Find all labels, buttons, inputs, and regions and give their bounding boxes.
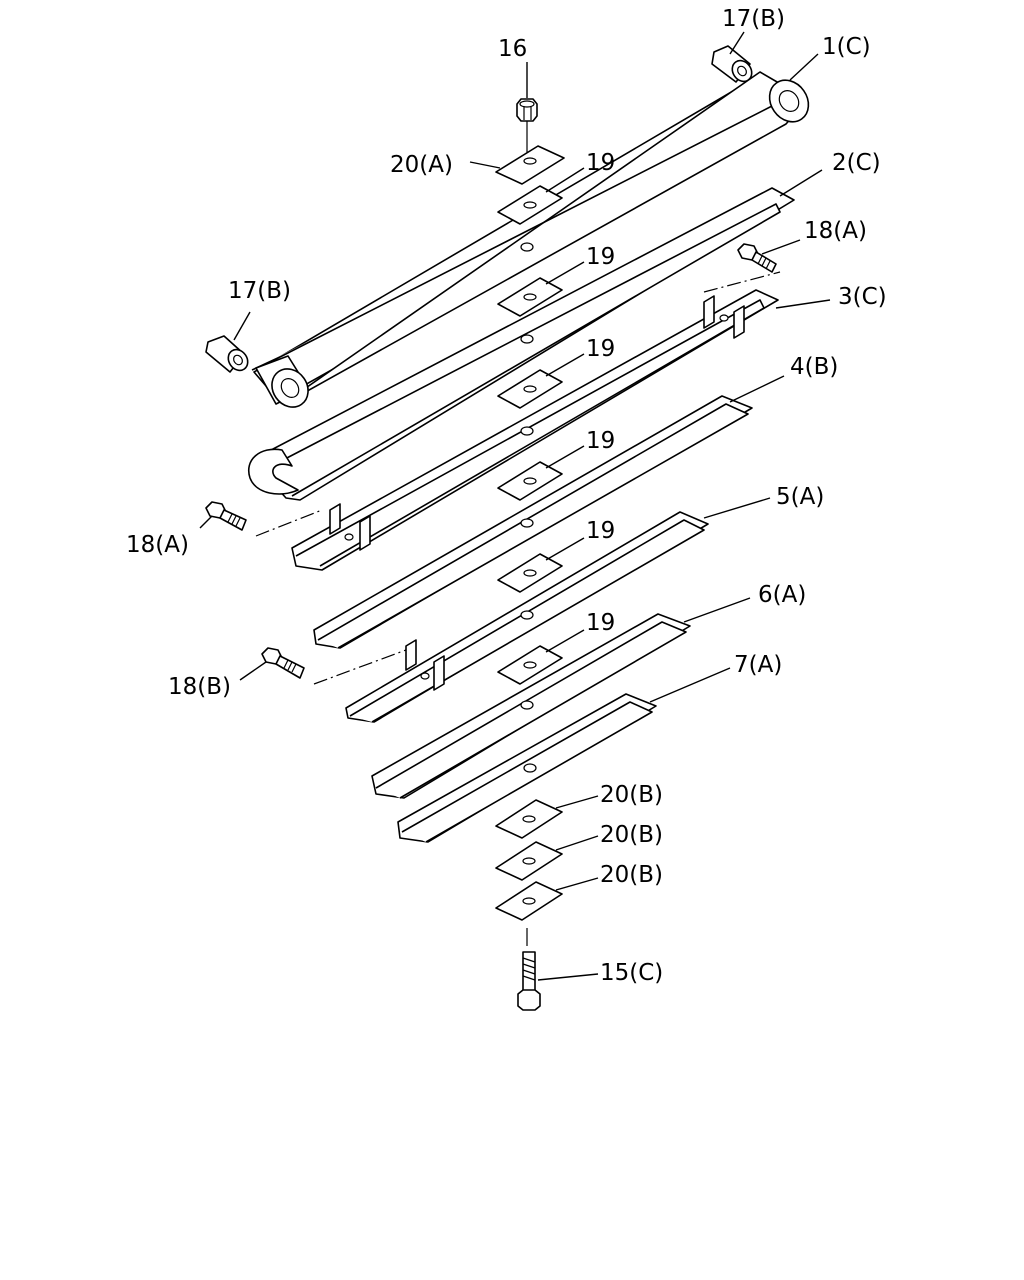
leaf-part-3c xyxy=(291,289,779,571)
callout-17b-top: 17(B) xyxy=(722,6,785,32)
callout-7a: 7(A) xyxy=(734,652,782,678)
callout-1c: 1(C) xyxy=(822,34,871,60)
leaf-part-6a xyxy=(371,613,691,799)
clip-bolt-part-18a-right xyxy=(737,243,777,273)
callout-18a-right: 18(A) xyxy=(804,218,867,244)
callout-19-4: 19 xyxy=(586,428,615,454)
callout-3c: 3(C) xyxy=(838,284,887,310)
clip-bolt-part-18a-left xyxy=(205,501,247,531)
callout-20b-3: 20(B) xyxy=(600,862,663,888)
callout-19-1: 19 xyxy=(586,150,615,176)
callout-5a: 5(A) xyxy=(776,484,824,510)
clip-bolt-part-18b xyxy=(261,647,305,679)
callout-2c: 2(C) xyxy=(832,150,881,176)
center-bolt-part-15c xyxy=(517,951,541,1011)
bushing-part-17b-left xyxy=(205,335,249,373)
nut-part-16 xyxy=(516,98,538,122)
callout-19-2: 19 xyxy=(586,244,615,270)
callout-4b: 4(B) xyxy=(790,354,838,380)
leaf-part-7a xyxy=(397,693,657,843)
callout-6a: 6(A) xyxy=(758,582,806,608)
leaf-part-4b xyxy=(313,395,753,649)
bushing-part-17b-top xyxy=(711,45,753,83)
callout-20b-1: 20(B) xyxy=(600,782,663,808)
callout-15c: 15(C) xyxy=(600,960,663,986)
bolt-axis-18a-right xyxy=(703,271,781,293)
leaf-part-5a xyxy=(345,511,709,723)
callout-16: 16 xyxy=(498,36,527,62)
callout-18a-left: 18(A) xyxy=(126,532,189,558)
bolt-axis-18b xyxy=(313,649,407,685)
callout-19-6: 19 xyxy=(586,610,615,636)
callout-17b-left: 17(B) xyxy=(228,278,291,304)
leaf-part-2c xyxy=(247,187,795,501)
plate-part-20a xyxy=(495,145,565,185)
callout-18b: 18(B) xyxy=(168,674,231,700)
main-leaf-part-1c xyxy=(251,71,810,408)
bolt-axis-18a-left xyxy=(255,509,323,537)
callout-20a: 20(A) xyxy=(390,152,453,178)
leader-lines xyxy=(199,31,831,981)
callout-20b-2: 20(B) xyxy=(600,822,663,848)
callout-19-3: 19 xyxy=(586,336,615,362)
callout-19-5: 19 xyxy=(586,518,615,544)
